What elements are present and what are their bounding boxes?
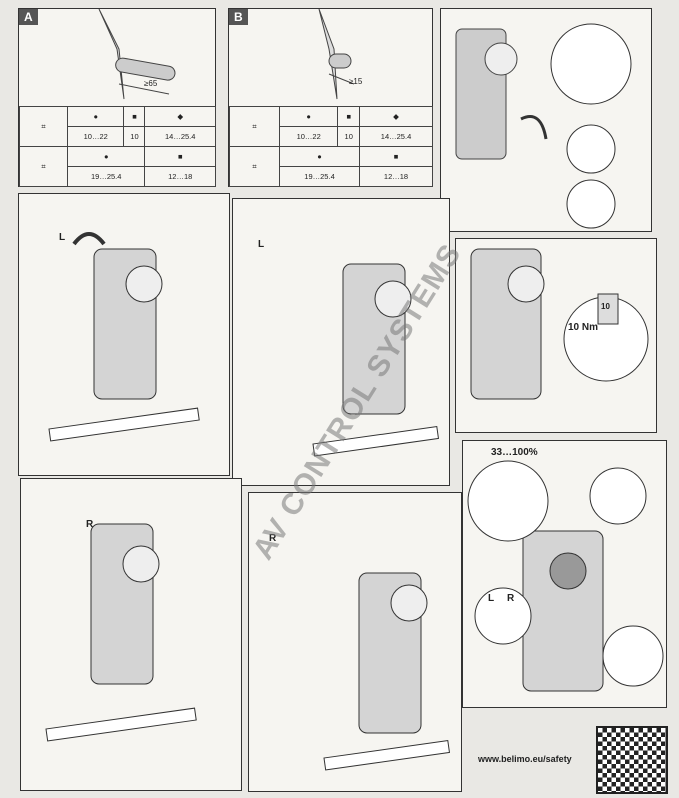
actuator-illustration — [45, 523, 197, 742]
actuator-illustration — [455, 23, 632, 229]
actuator-illustration — [312, 263, 440, 457]
rotation-label: R — [269, 533, 277, 544]
cell: 10 — [337, 126, 361, 147]
cell: 10…22 — [66, 126, 125, 147]
cell: 19…25.4 — [66, 166, 146, 187]
adjust-range: 33…100% — [491, 447, 538, 458]
shaft-illustration — [318, 9, 355, 100]
torque-value: 10 Nm — [568, 322, 599, 333]
actuator-illustration — [323, 572, 451, 771]
shaft-length: ≥65 — [144, 79, 158, 88]
cell: 10…22 — [278, 126, 339, 147]
panel-mount-r-a: R — [20, 478, 242, 791]
cell: 14…25.4 — [359, 126, 433, 147]
rotation-label: L — [59, 232, 66, 243]
cell: 19…25.4 — [278, 166, 361, 187]
panel-mount-l-a: L — [18, 193, 230, 476]
safety-link[interactable]: www.belimo.eu/safety — [478, 754, 572, 764]
qr-code — [596, 726, 668, 794]
socket-size: 10 — [601, 302, 610, 311]
cell: 10 — [123, 126, 146, 147]
cell: 12…18 — [359, 166, 433, 187]
actuator-illustration — [470, 248, 649, 400]
panel-manual-release — [440, 8, 652, 232]
actuator-illustration — [467, 460, 664, 692]
direction-l: L — [488, 593, 495, 604]
cell: 12…18 — [144, 166, 216, 187]
panel-a-tag: A — [19, 9, 38, 25]
panel-mount-l-b: L — [232, 198, 450, 486]
panel-torque: 10 10 Nm — [455, 238, 657, 433]
rotation-label: L — [258, 239, 265, 250]
direction-r: R — [507, 593, 515, 604]
actuator-illustration — [48, 232, 200, 442]
panel-mount-r-b: R — [248, 492, 462, 792]
rotation-label: R — [86, 519, 94, 530]
panel-b-tag: B — [229, 9, 248, 25]
panel-settings: 33…100% L R — [462, 440, 667, 708]
shaft-length: ≥15 — [349, 77, 363, 86]
cell: 14…25.4 — [144, 126, 216, 147]
shaft-illustration — [98, 9, 176, 100]
